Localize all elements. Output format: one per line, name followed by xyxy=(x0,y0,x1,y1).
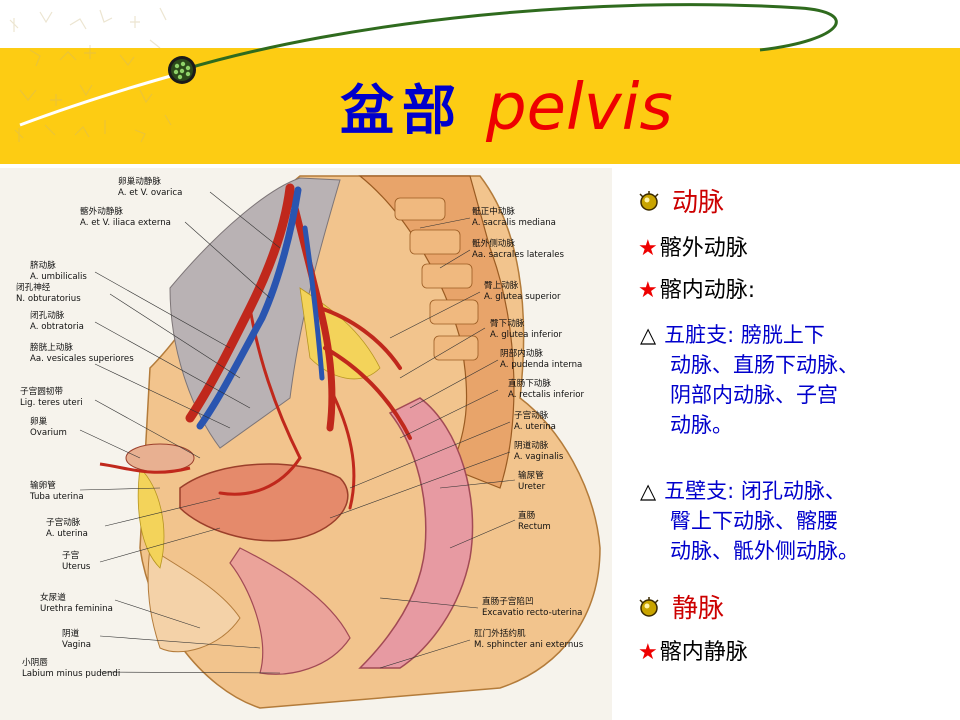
svg-text:A. sacralis mediana: A. sacralis mediana xyxy=(472,218,556,228)
labels-right: 骶正中动脉 A. sacralis mediana 骶外侧动脉 Aa. sacr… xyxy=(472,205,584,650)
svg-text:A. uterina: A. uterina xyxy=(514,422,556,432)
svg-text:直肠下动脉: 直肠下动脉 xyxy=(508,377,551,389)
svg-text:N. obturatorius: N. obturatorius xyxy=(16,294,81,304)
bullet-ball-icon xyxy=(168,56,196,84)
svg-text:M. sphincter ani externus: M. sphincter ani externus xyxy=(474,640,584,650)
svg-text:子宫: 子宫 xyxy=(62,549,79,561)
svg-text:A. pudenda interna: A. pudenda interna xyxy=(500,360,582,370)
title-chinese: 盆部 xyxy=(340,78,464,142)
svg-text:Lig. teres uteri: Lig. teres uteri xyxy=(20,398,83,408)
veins-heading: 静脉 xyxy=(636,588,724,625)
svg-text:闭孔神经: 闭孔神经 xyxy=(16,281,51,293)
svg-text:A. rectalis inferior: A. rectalis inferior xyxy=(508,390,584,400)
svg-text:卵巢: 卵巢 xyxy=(30,415,48,427)
decorative-pattern xyxy=(9,7,172,143)
svg-text:Labium minus pudendi: Labium minus pudendi xyxy=(22,669,120,679)
star-icon: ★ xyxy=(638,278,658,303)
svg-text:膀胱上动脉: 膀胱上动脉 xyxy=(30,341,73,353)
svg-text:阴部内动脉: 阴部内动脉 xyxy=(500,347,543,359)
veins-heading-label: 静脉 xyxy=(672,594,725,624)
star-icon: ★ xyxy=(638,640,658,665)
svg-text:Vagina: Vagina xyxy=(62,640,91,650)
title-swoosh xyxy=(181,3,838,72)
triangle-icon: △ xyxy=(640,323,657,347)
visceral-branches: △五脏支: 膀胱上下 动脉、直肠下动脉、 阴部内动脉、子宫 动脉。 xyxy=(640,323,859,437)
vein-item-internal-iliac: ★髂内静脉 xyxy=(638,640,748,665)
svg-text:阴道: 阴道 xyxy=(62,627,80,639)
pelvis-anatomy-illustration: 卵巢动静脉 A. et V. ovarica 髂外动静脉 A. et V. il… xyxy=(0,168,612,720)
svg-text:A. uterina: A. uterina xyxy=(46,529,88,539)
svg-text:Excavatio recto-uterina: Excavatio recto-uterina xyxy=(482,608,582,618)
svg-text:闭孔动脉: 闭孔动脉 xyxy=(30,309,65,321)
artery-item-internal-iliac: ★髂内动脉: xyxy=(638,278,756,303)
svg-text:Ureter: Ureter xyxy=(518,482,546,492)
title-decoration xyxy=(9,3,838,143)
bullet-bulb-icon xyxy=(639,596,659,617)
svg-text:A. umbilicalis: A. umbilicalis xyxy=(30,272,87,282)
svg-text:Tuba uterina: Tuba uterina xyxy=(29,492,84,502)
svg-text:直肠子宫陷凹: 直肠子宫陷凹 xyxy=(482,595,534,607)
svg-text:A. glutea inferior: A. glutea inferior xyxy=(490,330,562,340)
svg-text:A. glutea superior: A. glutea superior xyxy=(484,292,561,302)
svg-text:阴道动脉: 阴道动脉 xyxy=(514,439,549,451)
ovary xyxy=(125,443,195,473)
artery-item-external-iliac: ★髂外动脉 xyxy=(638,236,748,261)
leader-lines xyxy=(79,191,516,674)
svg-text:Rectum: Rectum xyxy=(518,522,551,532)
svg-text:骶外侧动脉: 骶外侧动脉 xyxy=(472,237,515,249)
svg-text:肛门外括约肌: 肛门外括约肌 xyxy=(474,627,526,639)
svg-text:女尿道: 女尿道 xyxy=(40,591,66,603)
svg-text:Aa. sacrales laterales: Aa. sacrales laterales xyxy=(472,250,565,260)
svg-text:Uterus: Uterus xyxy=(62,562,91,572)
arteries-heading: 动脉 xyxy=(636,182,724,219)
svg-text:臀下动脉: 臀下动脉 xyxy=(490,318,525,329)
svg-text:A. et V. iliaca externa: A. et V. iliaca externa xyxy=(80,218,171,228)
svg-text:小阴唇: 小阴唇 xyxy=(22,657,48,668)
svg-text:输尿管: 输尿管 xyxy=(518,469,544,481)
svg-text:子宫动脉: 子宫动脉 xyxy=(46,516,81,528)
svg-text:卵巢动静脉: 卵巢动静脉 xyxy=(118,175,161,187)
title-band xyxy=(0,48,960,164)
star-icon: ★ xyxy=(638,236,658,261)
content-panel: 动脉 ★髂外动脉 ★髂内动脉: △五脏支: 膀胱上下 动脉、直肠下动脉、 阴部内… xyxy=(632,178,958,718)
bladder xyxy=(147,547,241,653)
triangle-icon: △ xyxy=(640,479,657,503)
slide-title: 盆部 pelvis xyxy=(340,66,673,156)
svg-text:骶正中动脉: 骶正中动脉 xyxy=(472,205,515,217)
svg-text:子宫圆韧带: 子宫圆韧带 xyxy=(20,385,63,397)
svg-text:A. obtratoria: A. obtratoria xyxy=(30,322,84,332)
svg-text:子宫动脉: 子宫动脉 xyxy=(514,409,549,421)
uterus xyxy=(179,463,349,542)
svg-text:Urethra feminina: Urethra feminina xyxy=(40,604,113,614)
svg-text:髂外动静脉: 髂外动静脉 xyxy=(80,205,123,217)
svg-text:A. vaginalis: A. vaginalis xyxy=(514,452,564,462)
arteries-heading-label: 动脉 xyxy=(672,188,725,218)
svg-text:Aa. vesicales superiores: Aa. vesicales superiores xyxy=(30,354,134,364)
parietal-branches: △五壁支: 闭孔动脉、 臀上下动脉、髂腰 动脉、骶外侧动脉。 xyxy=(640,479,859,563)
vagina xyxy=(229,547,351,675)
svg-text:脐动脉: 脐动脉 xyxy=(30,259,56,271)
title-english: pelvis xyxy=(486,71,673,145)
svg-text:直肠: 直肠 xyxy=(518,509,536,521)
labels-left: 卵巢动静脉 A. et V. ovarica 髂外动静脉 A. et V. il… xyxy=(16,175,182,679)
svg-text:臀上动脉: 臀上动脉 xyxy=(484,280,519,291)
svg-text:输卵管: 输卵管 xyxy=(30,479,56,491)
svg-text:Ovarium: Ovarium xyxy=(30,428,67,438)
svg-text:A. et V. ovarica: A. et V. ovarica xyxy=(118,188,182,198)
bullet-bulb-icon xyxy=(639,190,659,211)
